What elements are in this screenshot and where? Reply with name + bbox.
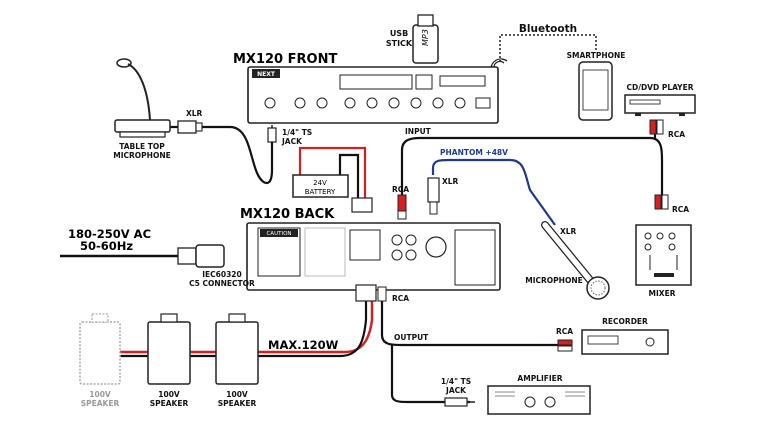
ts-jack-icon-amp bbox=[444, 397, 475, 407]
cable-speaker-black bbox=[120, 300, 368, 358]
iec-connector-icon bbox=[177, 244, 225, 268]
rca-input-label: RCA bbox=[392, 185, 409, 194]
rca-plug-icon-output bbox=[377, 286, 387, 302]
output-label: OUTPUT bbox=[394, 333, 429, 342]
usb-stick-icon bbox=[412, 14, 439, 64]
input-label: INPUT bbox=[405, 127, 432, 136]
speaker-1-volt: 100V bbox=[158, 390, 180, 399]
bluetooth-label: Bluetooth bbox=[519, 23, 577, 35]
recorder-icon bbox=[581, 329, 669, 355]
rca-plug-icon-input bbox=[397, 194, 407, 220]
mx120-back-panel: CAUTION bbox=[246, 222, 501, 291]
battery-label-1: 24V bbox=[313, 179, 327, 187]
table-mic-label-2: MICROPHONE bbox=[113, 151, 170, 160]
rca-plug-icon-mixer bbox=[654, 194, 669, 210]
bluetooth-link bbox=[499, 34, 597, 62]
cable-battery-black bbox=[338, 153, 360, 200]
phantom-label: PHANTOM +48V bbox=[440, 148, 508, 157]
front-brand: NEXT bbox=[257, 71, 276, 78]
speaker-icon-2 bbox=[215, 313, 259, 385]
ts-jack-amp-label-2: JACK bbox=[445, 386, 467, 395]
cable-table-mic bbox=[160, 125, 274, 185]
cable-amp bbox=[390, 345, 470, 404]
recorder-label: RECORDER bbox=[602, 317, 648, 326]
xlr-plug-icon-mid bbox=[427, 177, 440, 215]
ts-jack-front-label-2: JACK bbox=[281, 137, 303, 146]
max-power-label: MAX.120W bbox=[268, 338, 339, 352]
speaker-2-word: SPEAKER bbox=[218, 399, 257, 408]
speaker-icon-1 bbox=[147, 313, 191, 385]
cable-speaker-red bbox=[120, 300, 374, 354]
speaker-1-word: SPEAKER bbox=[150, 399, 189, 408]
caution-label: CAUTION bbox=[266, 231, 291, 237]
usb-label-2: STICK bbox=[386, 39, 413, 48]
battery-terminal-icon bbox=[351, 197, 373, 213]
cable-battery-red bbox=[298, 146, 367, 200]
table-mic-label-1: TABLE TOP bbox=[119, 142, 165, 151]
ts-jack-amp-label-1: 1/4" TS bbox=[441, 377, 471, 386]
microphone-label: MICROPHONE bbox=[525, 276, 582, 285]
xlr-front-label: XLR bbox=[186, 109, 203, 118]
mixer-icon bbox=[635, 224, 692, 286]
speaker-grey-word: SPEAKER bbox=[81, 399, 120, 408]
rca-out-label: RCA bbox=[392, 294, 409, 303]
speaker-2-volt: 100V bbox=[226, 390, 248, 399]
rca-recorder-label: RCA bbox=[556, 327, 573, 336]
battery-icon bbox=[292, 174, 349, 198]
usb-label-1: USB bbox=[390, 29, 408, 38]
amplifier-label: AMPLIFIER bbox=[517, 374, 562, 383]
mp3-label: MP3 bbox=[421, 29, 430, 46]
speaker-grey-volt: 100V bbox=[89, 390, 111, 399]
table-microphone-icon bbox=[114, 58, 171, 138]
smartphone-icon bbox=[578, 61, 613, 121]
handheld-microphone-icon bbox=[541, 221, 610, 300]
battery-label-2: BATTERY bbox=[305, 188, 336, 196]
ac-label: 180-250V AC bbox=[68, 227, 151, 241]
speaker-output-terminal-icon bbox=[355, 284, 377, 302]
xlr-mid-label: XLR bbox=[442, 177, 459, 186]
hz-label: 50-60Hz bbox=[80, 239, 133, 253]
rca-mixer-bottom-label: RCA bbox=[672, 205, 689, 214]
rca-plug-icon-cd bbox=[649, 119, 664, 135]
ts-jack-front-label-1: 1/4" TS bbox=[282, 128, 312, 137]
cable-phantom bbox=[431, 158, 556, 226]
front-title: MX120 FRONT bbox=[233, 52, 337, 67]
rca-plug-icon-recorder bbox=[557, 339, 573, 352]
iec-label-2: C5 CONNECTOR bbox=[189, 279, 255, 288]
mx120-front-panel: NEXT bbox=[247, 66, 499, 124]
cd-player-icon bbox=[624, 94, 696, 116]
ts-jack-icon-front bbox=[267, 125, 277, 143]
amplifier-icon bbox=[487, 385, 591, 415]
xlr-plug-icon-table bbox=[177, 120, 203, 134]
iec-label-1: IEC60320 bbox=[202, 270, 242, 279]
cd-player-label: CD/DVD PLAYER bbox=[626, 83, 693, 92]
rca-mixer-top-label: RCA bbox=[668, 130, 685, 139]
speaker-icon-grey bbox=[79, 313, 121, 385]
back-title: MX120 BACK bbox=[240, 207, 335, 222]
mixer-label: MIXER bbox=[649, 289, 676, 298]
cable-input bbox=[400, 136, 664, 195]
xlr-mic-label: XLR bbox=[560, 227, 577, 236]
cable-output bbox=[380, 300, 560, 347]
smartphone-label: SMARTPHONE bbox=[567, 51, 626, 60]
